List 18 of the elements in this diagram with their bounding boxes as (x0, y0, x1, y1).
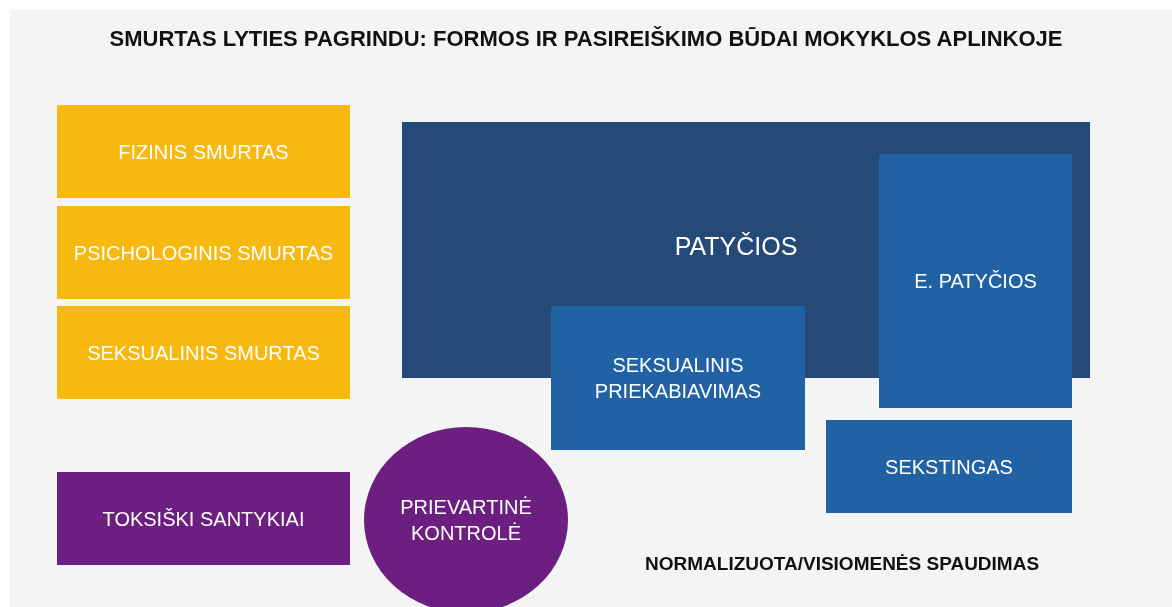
box-label: SEKSTINGAS (884, 454, 1014, 480)
category-box (826, 420, 1072, 513)
box-label: PATYČIOS (673, 231, 799, 262)
category-box (551, 306, 805, 450)
box-label: E. PATYČIOS (913, 269, 1038, 294)
category-box (57, 105, 350, 198)
category-box (57, 206, 350, 299)
diagram-title: SMURTAS LYTIES PAGRINDU: FORMOS IR PASIREIŠKIMO BŪDAI MOKYKLOS APLINKOJE (108, 26, 1064, 52)
category-box (57, 306, 350, 399)
box-label: PRIEVARTINĖ KONTROLĖ (399, 495, 533, 546)
box-label: SEKSUALINIS PRIEKABIAVIMAS (593, 353, 763, 404)
box-label: SEKSUALINIS SMURTAS (86, 340, 321, 366)
box-label: PSICHOLOGINIS SMURTAS (72, 240, 335, 266)
box-label: FIZINIS SMURTAS (117, 139, 290, 165)
box-label: TOKSIŠKI SANTYKIAI (101, 506, 306, 532)
note-text: NORMALIZUOTA/VISIOMENĖS SPAUDIMAS (645, 553, 1040, 575)
category-box (879, 154, 1072, 408)
category-box (57, 472, 350, 565)
